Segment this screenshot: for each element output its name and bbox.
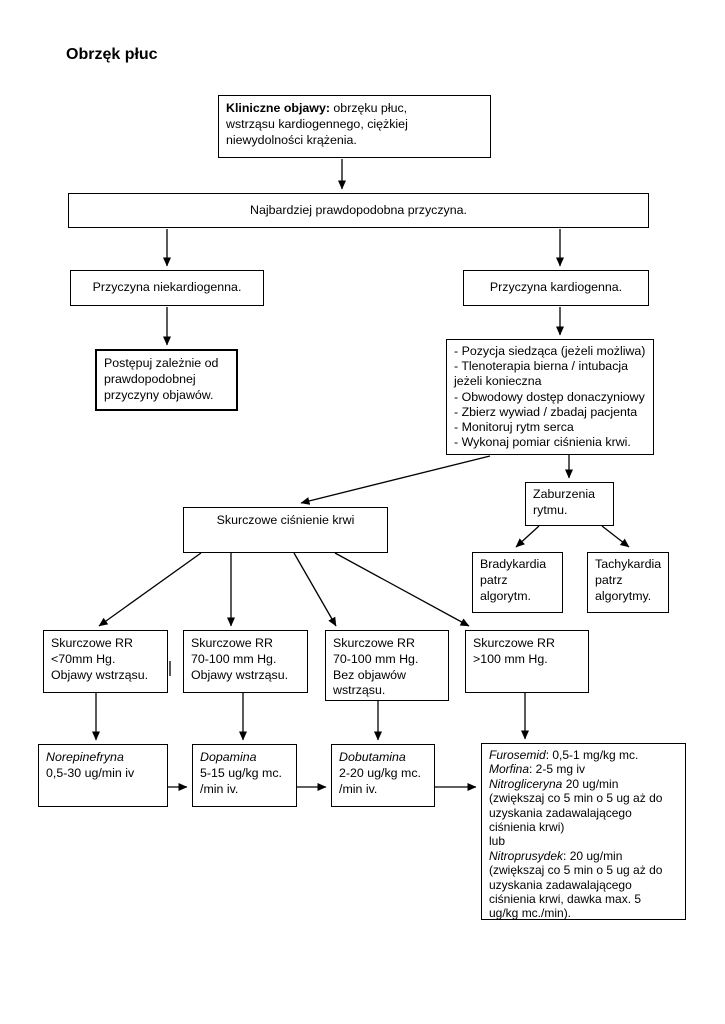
- node-treat-by-cause: Postępuj zależnie od prawdopodobnej przy…: [95, 349, 238, 411]
- node-cardiogenic-actions: - Pozycja siedząca (jeżeli możliwa) - Tl…: [446, 339, 654, 455]
- node-dopamine: Dopamina 5-15 ug/kg mc. /min iv.: [192, 744, 297, 807]
- node-rr-70-100-noshock: Skurczowe RR 70-100 mm Hg. Bez objawów w…: [325, 630, 449, 701]
- drug-name-nitroprusside: Nitroprusydek: [489, 848, 564, 863]
- connector-bp-to-rr-70-100-noshock: [293, 552, 337, 627]
- drug-name-furosemide: Furosemid: [489, 748, 546, 762]
- node-clinical-signs: Kliniczne objawy: obrzęku płuc, wstrząsu…: [218, 95, 491, 158]
- drug-name-morphine: Morfina: [489, 762, 530, 777]
- node-arrhythmia: Zaburzenia rytmu.: [525, 482, 614, 526]
- drug-name-nitroglycerin: Nitrogliceryna: [489, 776, 563, 791]
- node-rr-lt70: Skurczowe RR <70mm Hg. Objawy wstrząsu.: [43, 630, 168, 693]
- node-dobutamine: Dobutamina 2-20 ug/kg mc. /min iv.: [331, 744, 435, 807]
- connector-arrhythmia-to-bradycardia: [515, 525, 540, 548]
- drug-name-dopamine: Dopamina: [200, 750, 257, 764]
- drug-name-norepinephrine: Norepinefryna: [46, 750, 124, 764]
- connector-bp-to-rr-gt100: [334, 552, 470, 627]
- diagram-title: Obrzęk płuc: [66, 46, 158, 63]
- clinical-signs-lead: Kliniczne objawy:: [226, 101, 330, 115]
- node-most-likely-cause: Najbardziej prawdopodobna przyczyna.: [68, 193, 649, 228]
- node-noncardiogenic-cause: Przyczyna niekardiogenna.: [70, 270, 264, 306]
- node-tachycardia: Tachykardia patrz algorytmy.: [587, 552, 669, 613]
- connector-actions-to-systolic-bp: [300, 455, 491, 505]
- drug-name-dobutamine: Dobutamina: [339, 750, 406, 764]
- node-rr-gt100: Skurczowe RR >100 mm Hg.: [465, 630, 589, 693]
- node-systolic-bp: Skurczowe ciśnienie krwi: [183, 507, 388, 553]
- connector-arrhythmia-to-tachycardia: [601, 525, 630, 548]
- node-rr-70-100-shock: Skurczowe RR 70-100 mm Hg. Objawy wstrzą…: [183, 630, 308, 693]
- connector-bp-to-rr-lt70: [98, 552, 202, 627]
- node-cardiogenic-cause: Przyczyna kardiogenna.: [463, 270, 649, 306]
- node-bradycardia: Bradykardia patrz algorytm.: [472, 552, 563, 613]
- node-furosemide-regimen: Furosemid: 0,5-1 mg/kg mc. Morfina: 2-5 …: [481, 743, 686, 920]
- node-norepinephrine: Norepinefryna 0,5-30 ug/min iv: [38, 744, 168, 807]
